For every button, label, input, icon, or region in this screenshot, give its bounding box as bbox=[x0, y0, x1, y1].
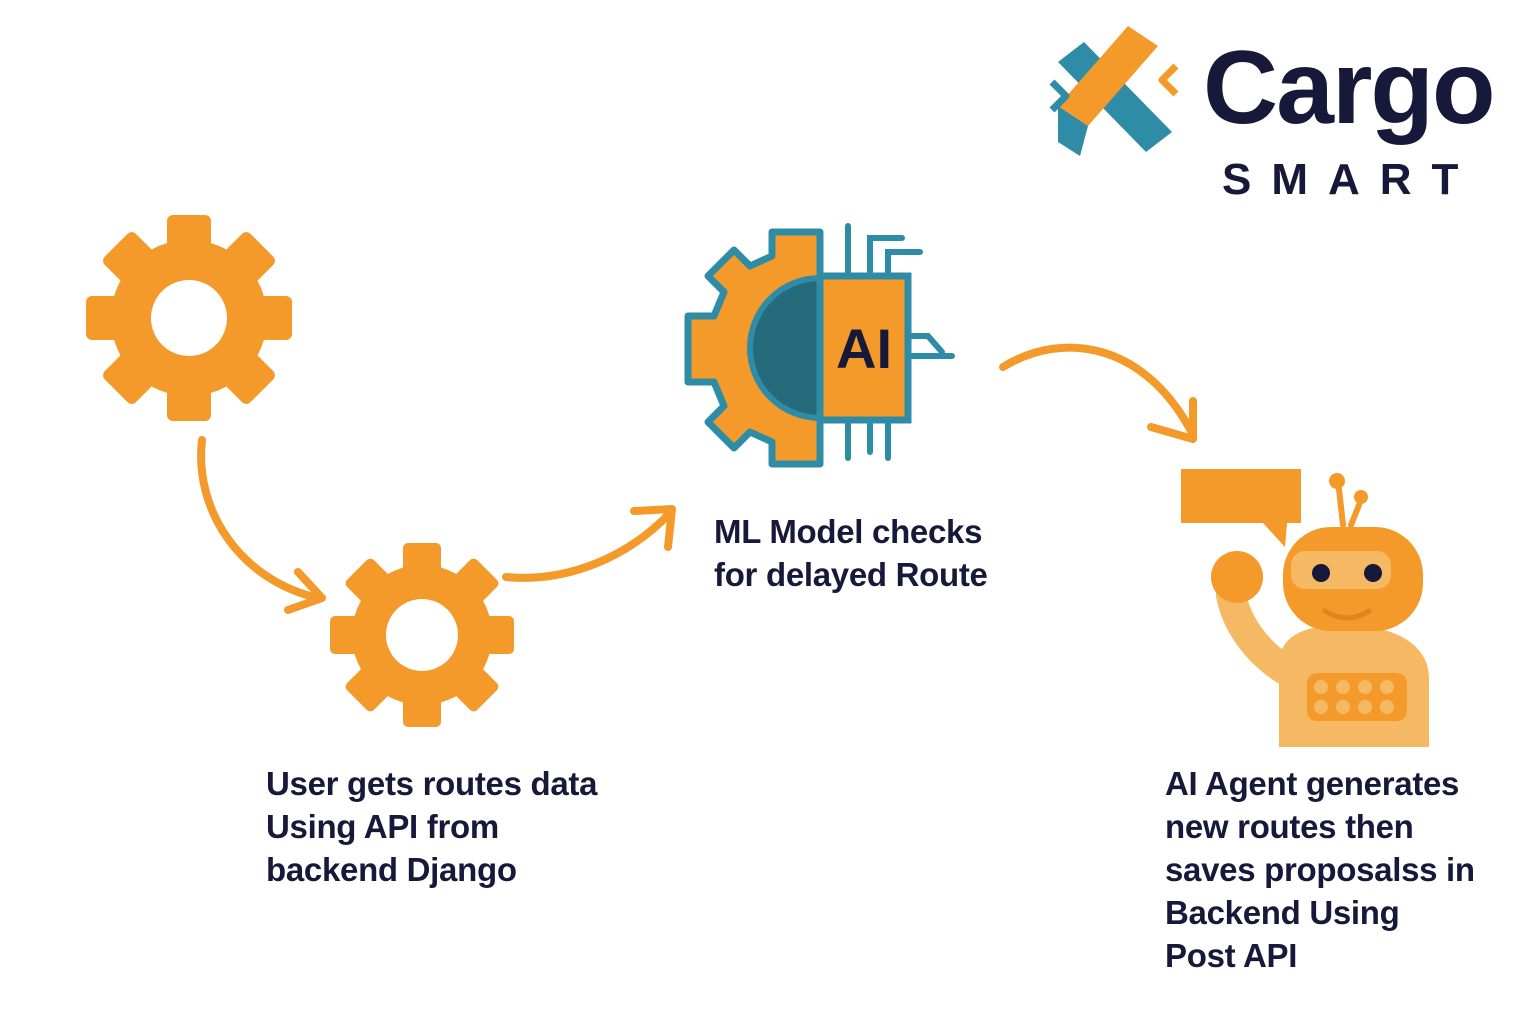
gear-small-icon bbox=[330, 543, 514, 727]
brand-tagline: SMART bbox=[1222, 155, 1479, 204]
ai-chip-label: AI bbox=[836, 317, 892, 380]
step-label-ml: ML Model checks for delayed Route bbox=[714, 513, 988, 593]
flow-arrow-3 bbox=[999, 343, 1197, 443]
step-label-fetch: User gets routes data Using API from bac… bbox=[266, 765, 598, 888]
cargo-logo-icon bbox=[1049, 26, 1179, 156]
brand-name: Cargo bbox=[1203, 30, 1495, 146]
flow-arrow-1 bbox=[197, 436, 326, 614]
robot-icon bbox=[1181, 469, 1429, 747]
flow-arrow-2 bbox=[502, 505, 676, 582]
step-label-agent: AI Agent generates new routes then saves… bbox=[1165, 765, 1475, 974]
gear-large-icon bbox=[86, 215, 292, 421]
ai-chip-gear-icon: AI bbox=[684, 223, 955, 468]
